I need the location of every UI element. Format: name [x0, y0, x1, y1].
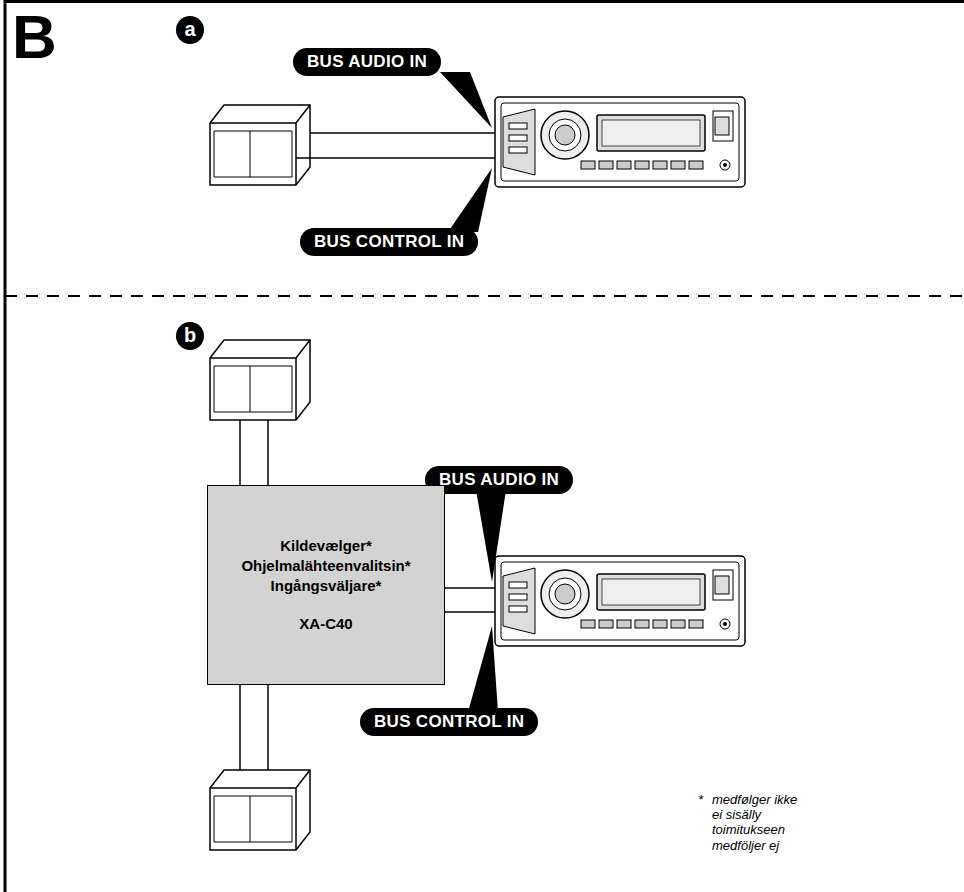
- connector-name: BUS AUDIO IN: [293, 48, 441, 76]
- callout-letter: a: [176, 16, 204, 44]
- divider: [5, 295, 964, 297]
- connector-name: BUS CONTROL IN: [360, 708, 538, 736]
- box-text: Kildevælger*: [280, 536, 372, 556]
- pointer: [448, 168, 492, 232]
- footnote-text: ei sisälly toimitukseen: [712, 807, 817, 837]
- box-text: Ohjelmalähteenvalitsin*: [241, 556, 410, 576]
- footnote-mark: *: [698, 792, 703, 807]
- pointer: [440, 72, 492, 128]
- connector-name: BUS CONTROL IN: [300, 228, 478, 256]
- section-letter: B: [12, 6, 57, 68]
- selector-box: Kildevælger*Ohjelmalähteenvalitsin*Ingån…: [207, 485, 445, 685]
- cable: [296, 133, 495, 158]
- callout-letter: b: [176, 322, 204, 350]
- box-text: Ingångsväljare*: [271, 576, 382, 596]
- footnote-text: medföljer ej: [712, 838, 779, 853]
- footnote-text: medfølger ikke: [712, 792, 797, 807]
- connector-name: BUS AUDIO IN: [425, 466, 573, 494]
- frame-line: [5, 0, 964, 3]
- pointer: [476, 490, 506, 582]
- pointer: [468, 626, 498, 712]
- frame-line: [4, 0, 7, 892]
- box-text: XA-C40: [299, 614, 352, 634]
